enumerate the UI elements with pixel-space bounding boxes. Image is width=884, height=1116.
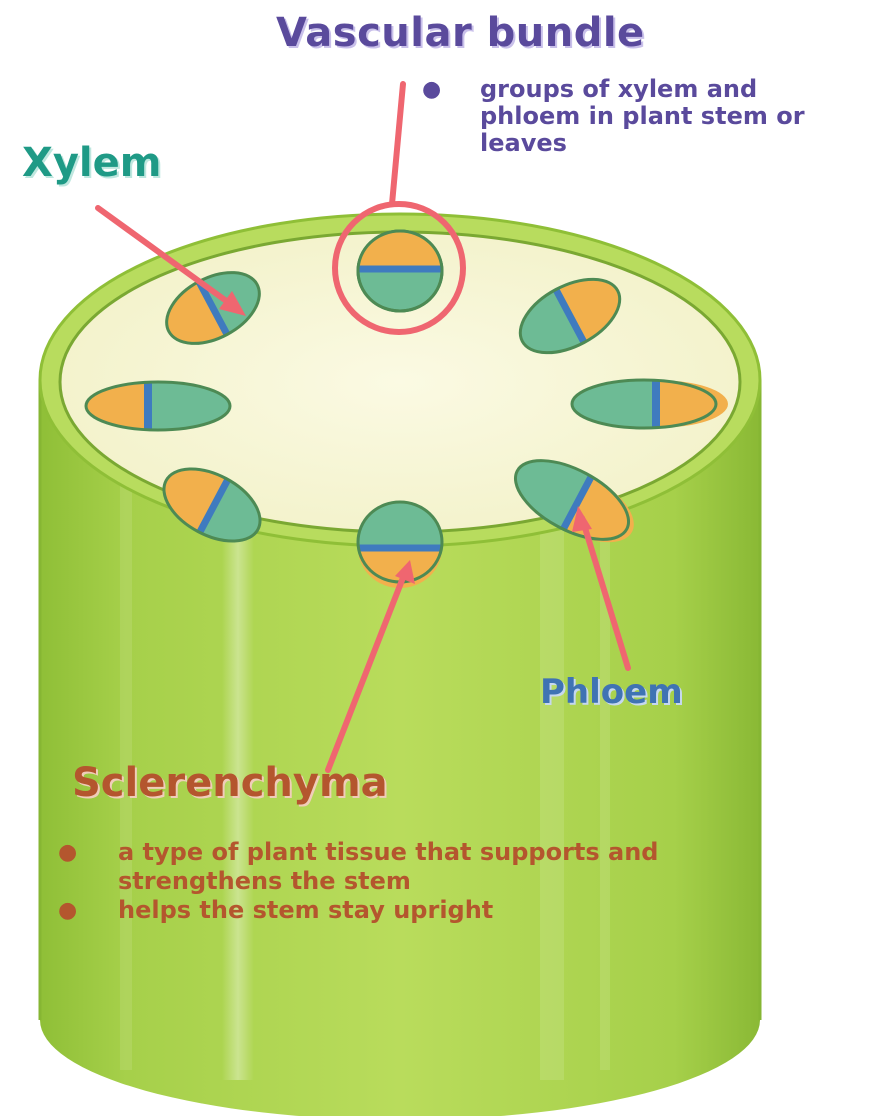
vascular-bundle-notes: groups of xylem and phloem in plant stem…	[418, 76, 858, 157]
sclerenchyma-note: helps the stem stay upright	[58, 896, 778, 925]
sclerenchyma-notes: a type of plant tissue that supports and…	[58, 838, 778, 925]
phloem-label: Phloem	[540, 672, 683, 712]
sclerenchyma-note: a type of plant tissue that supports and…	[58, 838, 778, 896]
vascular-bundle-label: Vascular bundle	[276, 10, 645, 56]
vascular-bundle-note: groups of xylem and phloem in plant stem…	[418, 76, 858, 157]
xylem-label: Xylem	[22, 140, 161, 186]
vascular-bundle-middle-right	[572, 380, 728, 428]
vascular-bundle-middle-left	[86, 382, 230, 430]
sclerenchyma-label: Sclerenchyma	[72, 760, 388, 806]
vascular-bundle-pointer	[392, 84, 403, 204]
vascular-bundle-top	[358, 231, 442, 311]
